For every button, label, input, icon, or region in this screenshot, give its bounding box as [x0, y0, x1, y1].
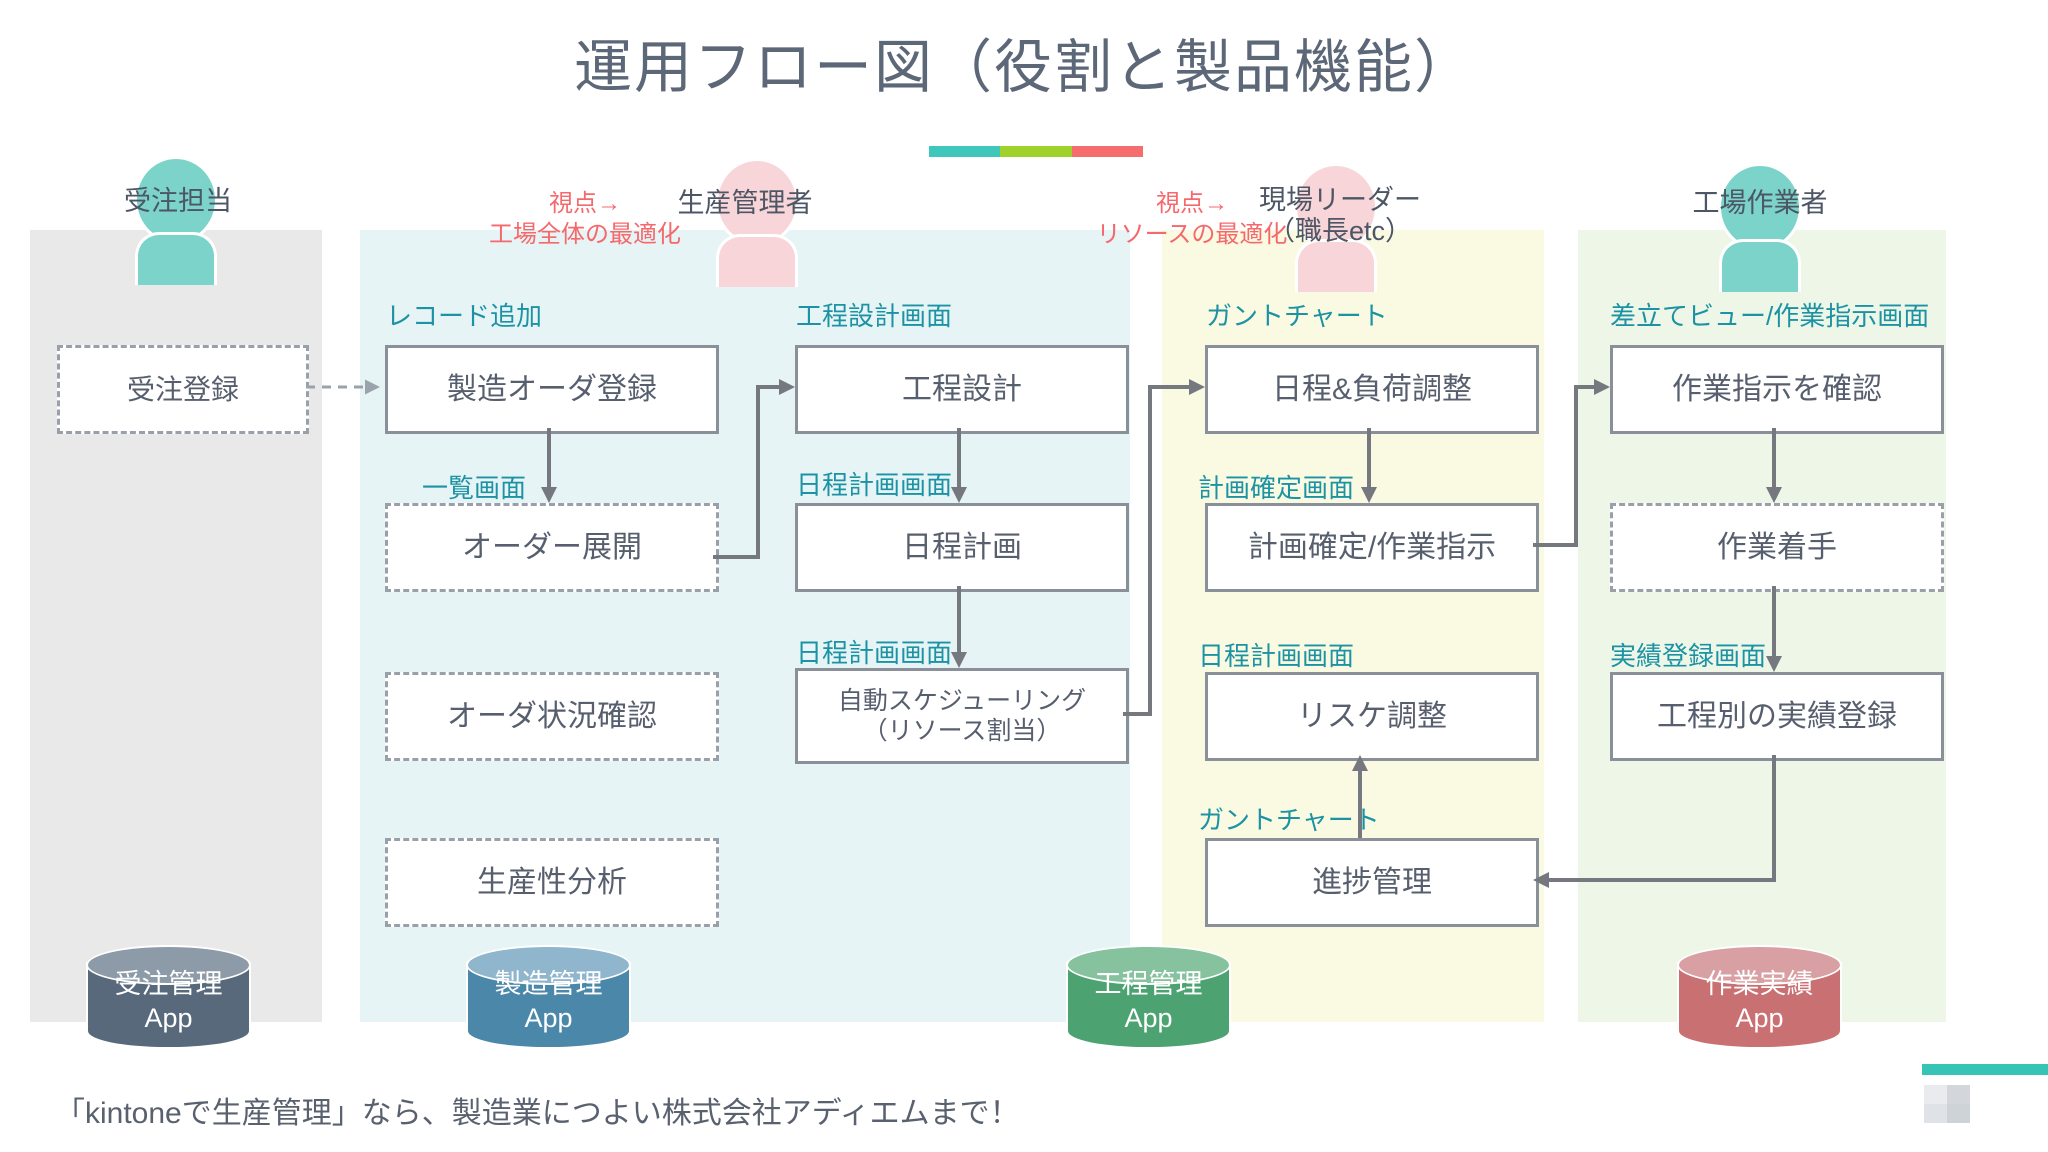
box-mfg-order-entry: 製造オーダ登録: [385, 345, 719, 434]
screen-label-record-add: レコード追加: [386, 301, 543, 331]
screen-label-gantt-2: ガントチャート: [1198, 805, 1380, 835]
box-process-design: 工程設計: [795, 345, 1129, 434]
footer-tagline: 「kintoneで生産管理」なら、製造業につよい株式会社アディエムまで！: [55, 1097, 1020, 1130]
person-icon-factory-worker: [1700, 163, 1820, 293]
cylinder-top: [1677, 945, 1842, 985]
box-reschedule-adjust: リスケ調整: [1205, 672, 1539, 761]
company-logo: [1924, 1085, 1970, 1123]
role-label-factory-worker: 工場作業者: [1692, 188, 1828, 218]
person-torso: [135, 232, 217, 285]
person-torso: [1295, 239, 1377, 292]
box-auto-scheduling: 自動スケジューリング （リソース割当）: [795, 668, 1129, 764]
title-accent-bar: [929, 146, 1143, 157]
db-order-management-app: 受注管理 App: [86, 945, 251, 1051]
db-label: 作業実績 App: [1705, 969, 1814, 1033]
db-process-management-app: 工程管理 App: [1066, 945, 1231, 1051]
corner-accent-bar: [1922, 1064, 2048, 1075]
box-progress-management: 進捗管理: [1205, 838, 1539, 927]
box-schedule-load-adjust: 日程&負荷調整: [1205, 345, 1539, 434]
screen-label-plan-fix: 計画確定画面: [1198, 473, 1355, 503]
accent-segment-red: [1071, 146, 1143, 157]
box-order-status-check: オーダ状況確認: [385, 672, 719, 761]
db-label: 製造管理 App: [494, 969, 603, 1033]
person-icon-production-manager: [697, 158, 817, 288]
page-title: 運用フロー図（役割と製品機能）: [573, 35, 1474, 100]
db-work-results-app: 作業実績 App: [1677, 945, 1842, 1051]
viewpoint-note-resource-optimization: 視点→ リソースの最適化: [1096, 190, 1288, 248]
person-icon-order-staff: [116, 156, 236, 286]
box-schedule-plan: 日程計画: [795, 503, 1129, 592]
screen-label-process-design: 工程設計画面: [796, 301, 953, 331]
cylinder-top: [1066, 945, 1231, 985]
box-plan-fix-instruct: 計画確定/作業指示: [1205, 503, 1539, 592]
cylinder-top: [466, 945, 631, 985]
screen-label-schedule-3: 日程計画画面: [1198, 641, 1355, 671]
person-head: [134, 156, 218, 244]
db-label: 受注管理 App: [114, 969, 223, 1033]
cylinder-top: [86, 945, 251, 985]
person-torso: [716, 234, 798, 287]
screen-label-list: 一覧画面: [422, 473, 527, 503]
role-label-order-staff: 受注担当: [124, 186, 232, 216]
screen-label-gantt-1: ガントチャート: [1206, 301, 1388, 331]
box-work-instruction-confirm: 作業指示を確認: [1610, 345, 1944, 434]
screen-label-schedule-2: 日程計画画面: [796, 638, 953, 668]
accent-segment-green: [1000, 146, 1072, 157]
box-productivity-analysis: 生産性分析: [385, 838, 719, 927]
person-head: [1718, 163, 1802, 251]
role-label-production-manager: 生産管理者: [677, 188, 813, 218]
screen-label-dispatch-view: 差立てビュー/作業指示画面: [1610, 301, 1930, 331]
db-label: 工程管理 App: [1094, 969, 1203, 1033]
screen-label-schedule-1: 日程計画画面: [796, 470, 953, 500]
screen-label-result-reg: 実績登録画面: [1610, 641, 1767, 671]
box-order-expand: オーダー展開: [385, 503, 719, 592]
person-icon-site-leader: [1276, 163, 1396, 293]
person-torso: [1719, 239, 1801, 292]
db-manufacturing-app: 製造管理 App: [466, 945, 631, 1051]
accent-segment-teal: [929, 146, 1001, 157]
box-result-by-process: 工程別の実績登録: [1610, 672, 1944, 761]
role-label-site-leader: 現場リーダー （職長etc）: [1259, 185, 1421, 246]
box-order-entry: 受注登録: [57, 345, 309, 434]
box-work-start: 作業着手: [1610, 503, 1944, 592]
viewpoint-note-factory-optimization: 視点→ 工場全体の最適化: [489, 190, 681, 248]
